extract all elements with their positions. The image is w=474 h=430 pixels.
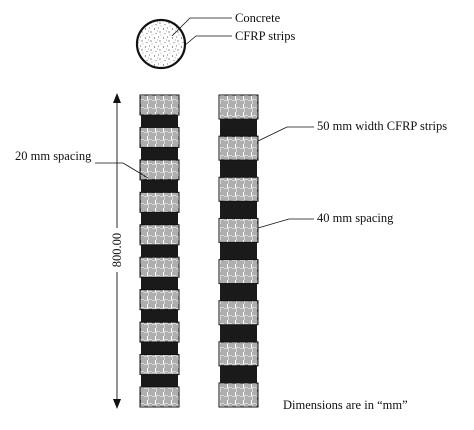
right-strip-7 [218,341,259,367]
right-spacing-leader [257,218,314,229]
height-arrow-top [113,93,121,103]
concrete-core [137,20,185,68]
left-spacing-leader [95,162,149,179]
right-strip-1 [218,94,259,120]
concrete-leader [171,17,232,37]
right-strip-4 [218,217,259,243]
cross-section: Concrete CFRP strips [135,11,295,70]
right-strip-5 [218,259,259,285]
concrete-label: Concrete [235,11,281,25]
right-strip-8 [218,382,259,408]
right-strips [218,94,259,408]
left-strip-2 [139,126,180,148]
left-strip-7 [139,289,180,311]
left-strips [139,94,180,408]
height-arrow-bottom [113,399,121,409]
annotations: 20 mm spacing 50 mm width CFRP strips 40… [15,119,447,412]
right-strip-3 [218,176,259,202]
left-spacing-label: 20 mm spacing [15,149,92,163]
left-strip-6 [139,256,180,278]
left-strip-4 [139,191,180,213]
left-strip-3 [139,159,180,181]
right-strip-6 [218,300,259,326]
right-spacing-label: 40 mm spacing [317,211,394,225]
column-right [218,94,259,408]
right-strip-2 [218,135,259,161]
strip-width-label: 50 mm width CFRP strips [317,119,447,133]
column-left [139,94,180,408]
left-strip-10 [139,386,180,408]
cfrp-strips-label: CFRP strips [235,29,295,43]
height-dimension: 800.00 [110,93,124,409]
dimensions-note: Dimensions are in “mm” [283,398,408,412]
left-strip-1 [139,94,180,116]
left-strip-9 [139,354,180,376]
cfrp-leader [183,35,232,47]
left-strip-8 [139,321,180,343]
height-label: 800.00 [110,233,124,267]
left-strip-5 [139,224,180,246]
cfrp-ring [135,18,187,70]
strip-width-leader [257,126,314,142]
